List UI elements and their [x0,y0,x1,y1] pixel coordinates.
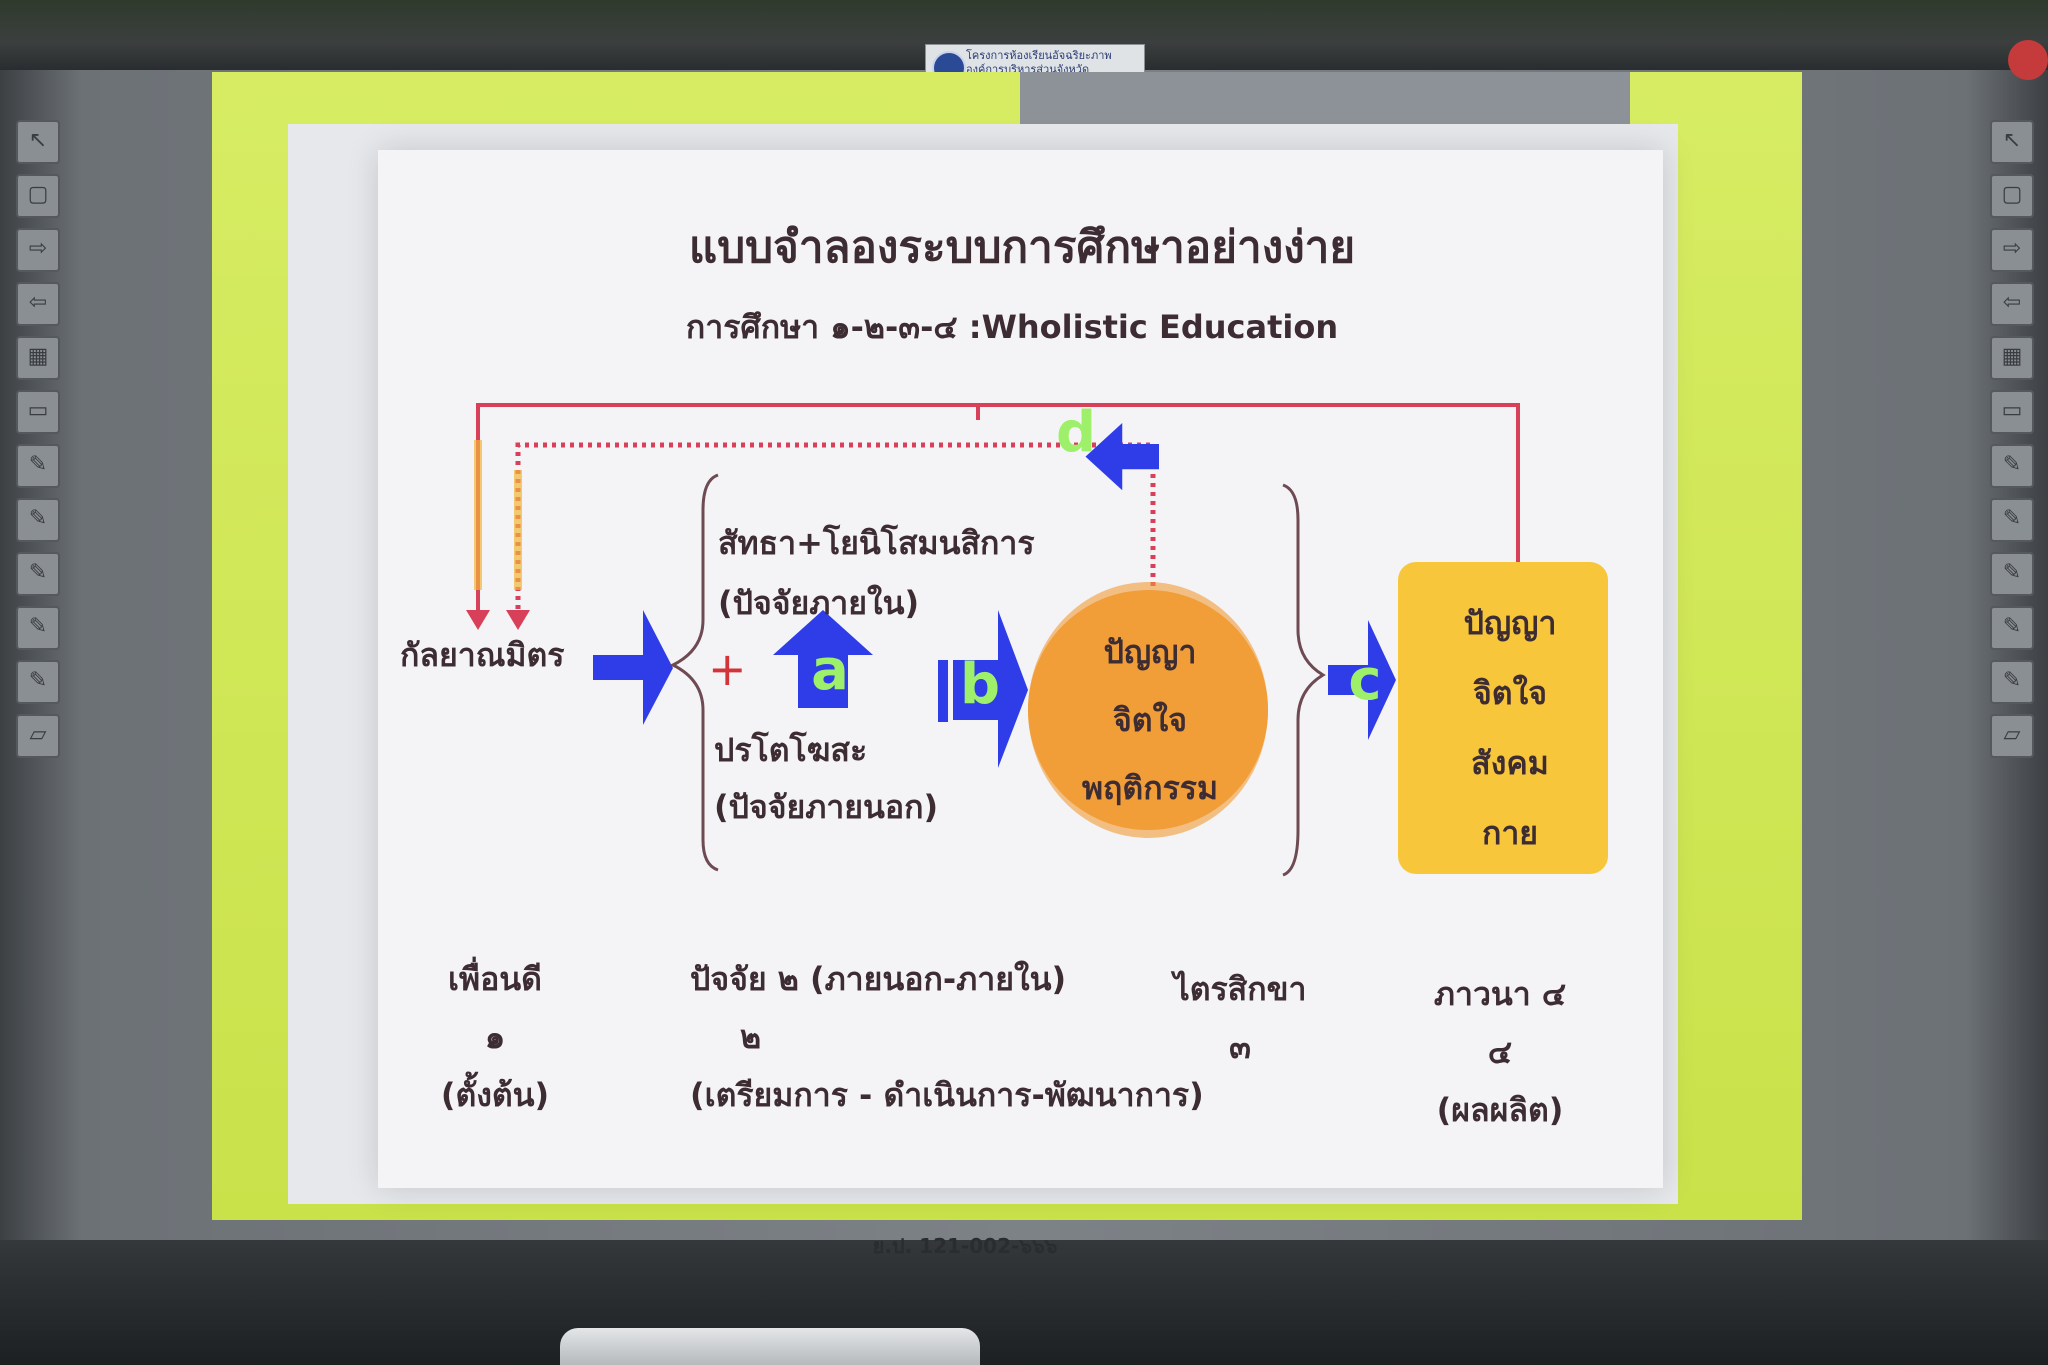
circle-text: ปัญญา จิตใจ พฤติกรรม [1040,618,1260,822]
cursor-icon[interactable]: ↖ [16,120,60,164]
projector-device [560,1328,980,1365]
eraser-icon[interactable]: ▱ [1990,714,2034,758]
new-page-icon[interactable]: ▢ [1990,174,2034,218]
column-line: (เตรียมการ - ดำเนินการ-พัฒนาการ) [690,1076,1204,1114]
column-line: ไตรสิกขา [1173,970,1307,1008]
column-line: ๒ [740,1018,762,1056]
box-text: ปัญญา จิตใจ สังคม กาย [1410,588,1610,868]
column-bhavana: ภาวนา ๔ ๔ (ผลผลิต) [1400,965,1600,1139]
folder-icon[interactable]: ▭ [1990,390,2034,434]
folder-icon[interactable]: ▭ [16,390,60,434]
room-background-bottom [0,1240,2048,1365]
board-code: ย.ป. 121-002-๖๖๖ [872,1234,1058,1258]
pen-icon[interactable]: ✎ [16,660,60,704]
new-page-icon[interactable]: ▢ [16,174,60,218]
box-line: ปัญญา [1463,604,1557,642]
brand-logo-icon [2008,40,2048,80]
arrow-into-factors [593,610,673,725]
diagram-graphics [466,403,1608,877]
header-logo-line1: โครงการห้องเรียนอัจฉริยะภาพ [966,49,1112,62]
column-line: (ตั้งต้น) [440,1076,550,1114]
box-line: จิตใจ [1473,674,1547,712]
column-friend: เพื่อนดี ๑ (ตั้งต้น) [400,950,590,1124]
eraser-icon[interactable]: ▱ [16,714,60,758]
slide-subtitle: การศึกษา ๑-๒-๓-๔ :Wholistic Education [685,308,1339,346]
feedback-arrowhead-2 [506,610,530,630]
column-factors: ปัจจัย ๒ (ภายนอก-ภายใน) ๒ (เตรียมการ - ด… [690,950,1250,1124]
arrow-c [1328,620,1396,740]
slide-title: แบบจำลองระบบการศึกษาอย่างง่าย [688,222,1356,273]
source-label: กัลยาณมิตร [400,636,565,674]
column-line: ภาวนา ๔ [1433,975,1567,1013]
pen-icon[interactable]: ✎ [1990,660,2034,704]
pen-icon[interactable]: ✎ [16,606,60,650]
inner-factor-label: สัทธา+โยนิโสมนสิการ [718,524,1035,562]
outer-factor-label: ปรโตโฆสะ [714,731,868,769]
arrow-b-stripe [938,660,948,722]
marker-c: c [1348,648,1382,713]
column-line: (ผลผลิต) [1436,1091,1564,1129]
inner-factor-note: (ปัจจัยภายใน) [718,584,920,622]
box-line: สังคม [1471,744,1549,782]
column-line: ๔ [1487,1033,1513,1071]
pen-icon[interactable]: ✎ [1990,552,2034,596]
left-toolbar: ↖ ▢ ⇨ ⇦ ▦ ▭ ✎ ✎ ✎ ✎ ✎ ▱ [14,110,62,1160]
cursor-icon[interactable]: ↖ [1990,120,2034,164]
pen-icon[interactable]: ✎ [1990,606,2034,650]
column-line: ๑ [484,1018,506,1056]
circle-line: จิตใจ [1113,701,1187,739]
marker-a: a [811,638,849,703]
feedback-line-outer [976,403,1520,565]
box-line: กาย [1481,814,1539,852]
marker-d: d [1055,400,1097,465]
marker-b: b [959,652,1001,717]
column-trisikkha: ไตรสิกขา ๓ [1150,960,1330,1076]
grid-icon[interactable]: ▦ [1990,336,2034,380]
feedback-arrowhead-1 [466,610,490,630]
arrow-a [773,610,873,708]
output-box [1398,562,1608,874]
pen-icon[interactable]: ✎ [16,444,60,488]
right-brace [1282,483,1326,877]
pen-icon[interactable]: ✎ [16,498,60,542]
column-line: ๓ [1229,1028,1251,1066]
grid-icon[interactable]: ▦ [16,336,60,380]
outer-factor-note: (ปัจจัยภายนอก) [714,788,939,826]
pen-icon[interactable]: ✎ [1990,498,2034,542]
circle-line: พฤติกรรม [1081,769,1219,807]
arrow-d [1085,423,1159,491]
arrow-b [953,610,1028,768]
column-line: เพื่อนดี [448,960,542,998]
plus-sign: + [708,642,747,696]
prev-arrow-icon[interactable]: ⇦ [16,282,60,326]
circle-line: ปัญญา [1103,633,1197,671]
pen-icon[interactable]: ✎ [16,552,60,596]
right-toolbar: ↖ ▢ ⇨ ⇦ ▦ ▭ ✎ ✎ ✎ ✎ ✎ ▱ [1988,110,2036,1160]
column-line: ปัจจัย ๒ (ภายนอก-ภายใน) [690,960,1067,998]
prev-arrow-icon[interactable]: ⇦ [1990,282,2034,326]
left-brace [669,473,719,872]
pen-icon[interactable]: ✎ [1990,444,2034,488]
next-arrow-icon[interactable]: ⇨ [16,228,60,272]
next-arrow-icon[interactable]: ⇨ [1990,228,2034,272]
